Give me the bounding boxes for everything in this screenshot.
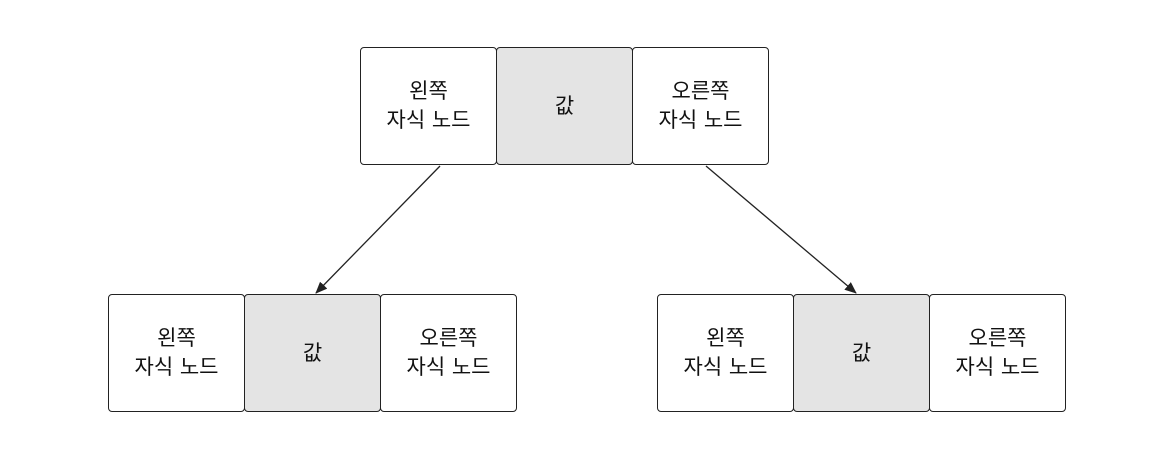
value-cell: 값 [496, 47, 633, 165]
right-child-label: 오른쪽 자식 노드 [406, 326, 491, 379]
value-cell: 값 [244, 294, 381, 412]
tree-node-left: 왼쪽 자식 노드 값 오른쪽 자식 노드 [108, 294, 517, 412]
right-child-pointer-cell: 오른쪽 자식 노드 [929, 294, 1066, 412]
value-label: 값 [851, 340, 872, 365]
left-child-label: 왼쪽 자식 노드 [134, 326, 219, 379]
edge-root-to-left [315, 165, 441, 294]
left-child-pointer-cell: 왼쪽 자식 노드 [360, 47, 497, 165]
right-child-pointer-cell: 오른쪽 자식 노드 [380, 294, 517, 412]
value-label: 값 [302, 340, 323, 365]
left-child-label: 왼쪽 자식 노드 [386, 79, 471, 132]
tree-node-root: 왼쪽 자식 노드 값 오른쪽 자식 노드 [360, 47, 769, 165]
tree-node-right: 왼쪽 자식 노드 값 오른쪽 자식 노드 [657, 294, 1066, 412]
value-label: 값 [554, 93, 575, 118]
right-child-label: 오른쪽 자식 노드 [955, 326, 1040, 379]
left-child-pointer-cell: 왼쪽 자식 노드 [108, 294, 245, 412]
edge-root-to-right [705, 165, 857, 294]
right-child-pointer-cell: 오른쪽 자식 노드 [632, 47, 769, 165]
left-child-pointer-cell: 왼쪽 자식 노드 [657, 294, 794, 412]
value-cell: 값 [793, 294, 930, 412]
left-child-label: 왼쪽 자식 노드 [683, 326, 768, 379]
right-child-label: 오른쪽 자식 노드 [658, 79, 743, 132]
